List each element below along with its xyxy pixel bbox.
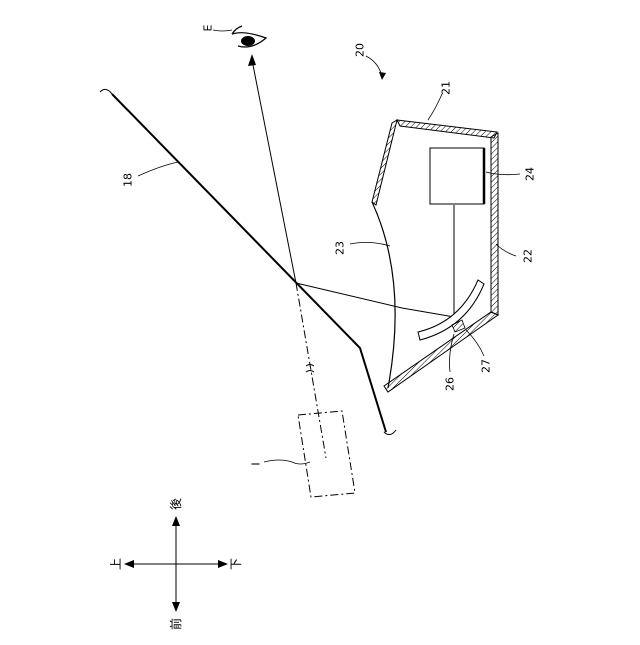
label-windshield: 18 xyxy=(122,173,135,187)
label-part-27: 27 xyxy=(480,359,493,373)
concave-mirror xyxy=(372,202,395,388)
direction-front: 前 xyxy=(168,618,183,630)
direction-up: 上 xyxy=(109,558,123,570)
light-path xyxy=(248,54,460,318)
reference-labels: E 20 21 24 22 23 18 26 27 I xyxy=(122,24,537,465)
label-eye: E xyxy=(202,24,215,31)
label-display: 24 xyxy=(524,167,537,181)
direction-down: 下 xyxy=(229,558,243,570)
leader-lines xyxy=(138,30,520,464)
label-housing-top: 21 xyxy=(440,81,453,95)
direction-indicator: 後 前 上 下 xyxy=(109,498,243,630)
virtual-image-projection xyxy=(296,283,355,497)
eye-icon xyxy=(232,26,266,47)
display-unit xyxy=(430,148,484,204)
label-virtual-image: I xyxy=(250,462,263,465)
direction-rear: 後 xyxy=(169,498,183,510)
label-part-26: 26 xyxy=(444,377,457,391)
label-system: 20 xyxy=(354,43,367,57)
label-housing-bottom: 22 xyxy=(522,249,535,263)
windshield xyxy=(100,89,396,434)
label-concave-mirror: 23 xyxy=(334,241,347,255)
virtual-image-frame xyxy=(298,411,355,497)
